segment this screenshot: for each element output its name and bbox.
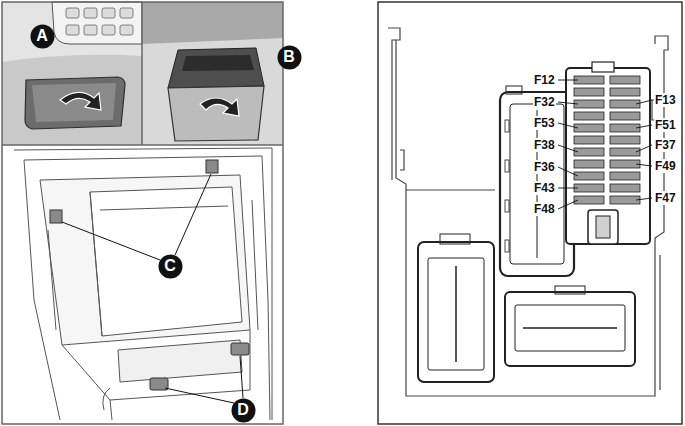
fuse-number: F12 bbox=[533, 73, 556, 87]
connector-bottom-middle bbox=[505, 286, 635, 366]
fuse-box-housing bbox=[388, 28, 668, 396]
connector-left bbox=[500, 86, 574, 276]
fuse-number: F32 bbox=[533, 95, 556, 109]
frame-lines bbox=[2, 2, 283, 424]
callout-circle: D bbox=[231, 398, 256, 423]
fuse-number: F51 bbox=[654, 118, 677, 132]
fuse-number: F43 bbox=[533, 181, 556, 195]
fuse-number: F38 bbox=[533, 138, 556, 152]
fuse-number: F13 bbox=[654, 93, 677, 107]
fuse-number: F49 bbox=[654, 159, 677, 173]
photo-top-middle bbox=[142, 2, 283, 145]
callout-letter: D bbox=[237, 402, 249, 418]
photo-top-left bbox=[2, 2, 142, 145]
callout-circle: A bbox=[30, 24, 55, 49]
panel-frame bbox=[378, 2, 682, 424]
fuse-block bbox=[566, 62, 650, 244]
console-drawing bbox=[14, 148, 272, 420]
fuse-number: F37 bbox=[654, 138, 677, 152]
connector-bottom-left bbox=[418, 234, 494, 382]
callout-letter: B bbox=[283, 49, 295, 65]
fuse-number: F47 bbox=[654, 191, 677, 205]
fuse-number: F36 bbox=[533, 160, 556, 174]
fuse-number: F53 bbox=[533, 116, 556, 130]
fuse-number: F48 bbox=[533, 202, 556, 216]
callout-leaders bbox=[62, 174, 243, 403]
callout-circle: B bbox=[277, 45, 302, 70]
callout-letter: A bbox=[36, 28, 48, 44]
callout-circle: C bbox=[158, 254, 183, 279]
fuse-leaders bbox=[558, 80, 652, 209]
callout-letter: C bbox=[164, 258, 176, 274]
